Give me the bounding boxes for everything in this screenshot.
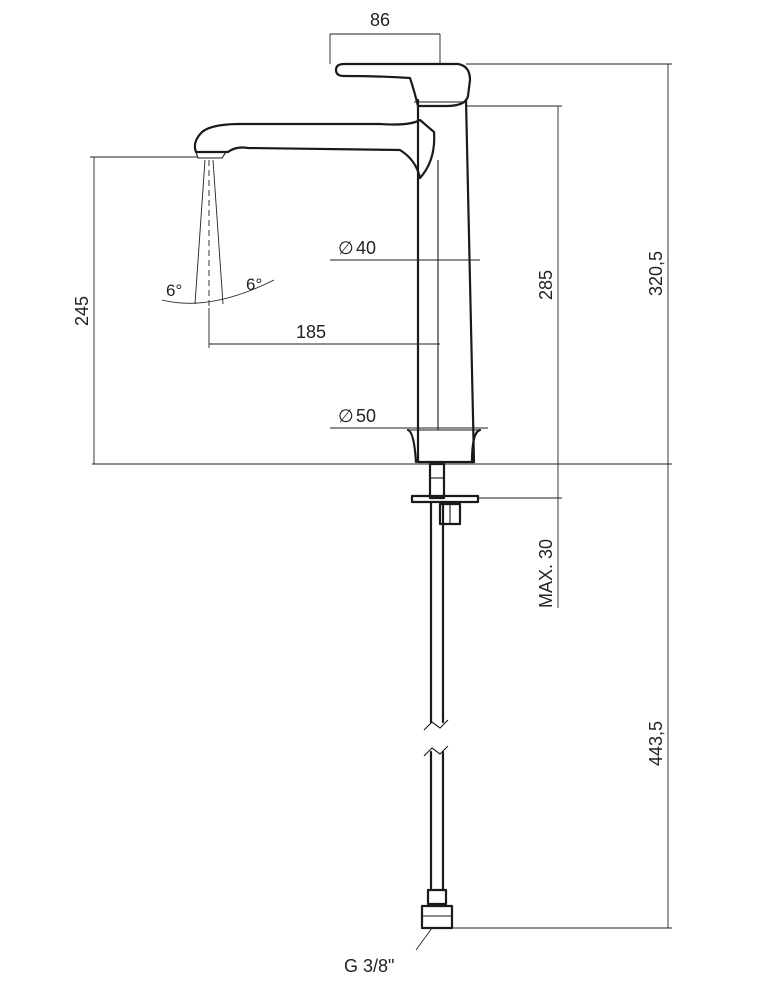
dim-top-width: 86 [329,10,441,64]
dim-d40-symbol: ∅ [338,238,354,258]
dim-86-label: 86 [370,10,390,30]
dim-d40-label: 40 [356,238,376,258]
dim-d50-symbol: ∅ [338,406,354,426]
dim-max30-label: MAX. 30 [536,539,556,608]
spray-right-line [212,159,224,305]
dim-d50-label: 50 [356,406,376,426]
dim-body-height: 285 [466,105,562,464]
spray-angle-right-label: 6° [246,275,262,294]
handle-outline [334,62,472,108]
column-outline [416,98,476,464]
spray-arc [161,279,275,304]
dim-185-label: 185 [296,322,326,342]
dim-total-height: 320,5 [466,63,672,464]
threaded-stud [428,462,446,500]
dim-spout-height: 245 [72,156,198,464]
dim-443-label: 443,5 [646,721,666,766]
dim-285-label: 285 [536,270,556,300]
thread-leader-line [415,927,433,951]
dim-deck-thickness: MAX. 30 [478,464,562,608]
lever-handle [334,62,472,108]
connection-thread-label: G 3/8" [344,956,394,976]
dim-base-diameter: ∅ 50 [330,406,488,429]
spray-angle: 6° 6° [161,159,275,308]
aerator [195,151,227,159]
dim-hose-length: 443,5 [452,464,672,929]
faucet-body [406,98,482,464]
spout-outline [193,118,436,180]
dim-spout-reach: 185 [208,308,440,348]
supply-hose: G 3/8" [344,462,480,976]
dim-body-diameter: ∅ 40 [330,238,480,261]
break-mark-bottom [423,745,449,757]
mounting-washer [410,494,480,504]
dim-245-label: 245 [72,296,92,326]
base-flare [406,428,482,464]
hose-connector-nut [420,904,454,930]
spray-angle-left-label: 6° [166,281,182,300]
spray-left-line [194,159,206,305]
spout [193,118,436,180]
break-mark-top [423,719,449,731]
hose-crimp [426,888,448,906]
dim-320-label: 320,5 [646,251,666,296]
